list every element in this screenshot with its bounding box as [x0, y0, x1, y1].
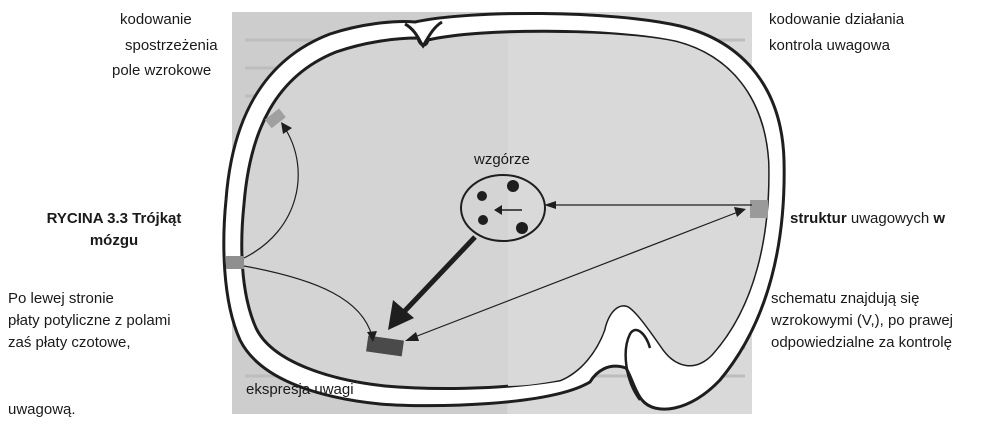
caption-left-line3: zaś płaty czotowe,	[8, 333, 131, 353]
caption-right-line3: odpowiedzialne za kontrolę	[771, 333, 952, 353]
label-top-left-1: kodowanie	[120, 10, 192, 30]
caption-title-line1: RYCINA 3.3 Trójkąt	[0, 209, 228, 229]
caption-bottom-left: uwagową.	[8, 400, 76, 420]
marker-frontal	[750, 200, 768, 218]
label-top-left-2: spostrzeżenia	[125, 36, 218, 56]
thalamus-dot-1	[477, 191, 487, 201]
label-attention-expression: ekspresja uwagi	[246, 380, 354, 400]
label-top-right-2: kontrola uwagowa	[769, 36, 890, 56]
thalamus-dot-2	[507, 180, 519, 192]
label-thalamus: wzgórze	[474, 150, 530, 170]
caption-right-line2: wzrokowymi (V,), po prawej	[771, 311, 953, 331]
label-top-left-3: pole wzrokowe	[112, 61, 211, 81]
caption-right-heading: struktur uwagowych w	[790, 209, 945, 229]
caption-right-line1: schematu znajdują się	[771, 289, 919, 309]
caption-left-line1: Po lewej stronie	[8, 289, 114, 309]
thalamus-dot-4	[516, 222, 528, 234]
caption-title-line2: mózgu	[0, 231, 228, 251]
marker-occipital	[226, 256, 244, 269]
caption-right-bold-1: struktur	[790, 210, 847, 227]
caption-right-bold-2: w	[933, 210, 945, 227]
label-top-right-1: kodowanie działania	[769, 10, 904, 30]
thalamus-dot-3	[478, 215, 488, 225]
caption-left-line2: płaty potyliczne z polami	[8, 311, 171, 331]
caption-right-text-1: uwagowych	[847, 210, 934, 227]
